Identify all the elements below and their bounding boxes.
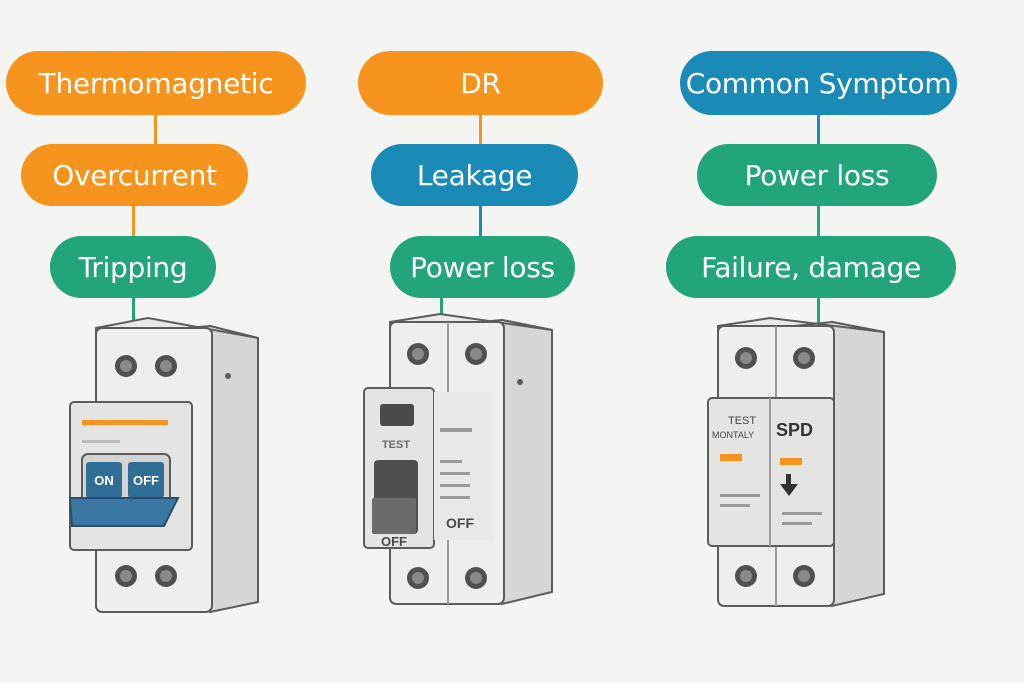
connector-line [817,296,820,324]
off-label: OFF [133,473,159,488]
label-thermomagnetic: Thermomagnetic [6,51,306,115]
connector-line [132,204,135,238]
label-overcurrent: Overcurrent [21,144,248,206]
lever-off-label: OFF [381,534,407,549]
spd-label: SPD [776,420,813,440]
label-power-loss: Power loss [390,236,575,298]
monthly-label: MONTALY [712,430,754,440]
label-common-symptom: Common Symptom [680,51,957,115]
side-off-label: OFF [446,515,474,531]
connector-line [440,296,443,318]
on-label: ON [94,473,114,488]
connector-line [132,296,135,322]
connector-line [479,114,482,146]
label-leakage: Leakage [371,144,578,206]
connector-line [154,114,157,146]
rcd-icon: TEST OFF OFF [363,312,553,606]
spd-icon: TEST MONTALY SPD [707,316,885,608]
two-pole-breaker-icon: ON OFF [68,316,259,614]
test-label: TEST [382,439,410,451]
label-power-loss: Power loss [697,144,937,206]
label-dr: DR [358,51,603,115]
connector-line [817,114,820,146]
down-arrow-icon [780,474,798,496]
connector-line [479,204,482,238]
test-label: TEST [728,415,756,427]
label-failure-damage: Failure, damage [666,236,956,298]
label-tripping: Tripping [50,236,216,298]
connector-line [817,204,820,238]
